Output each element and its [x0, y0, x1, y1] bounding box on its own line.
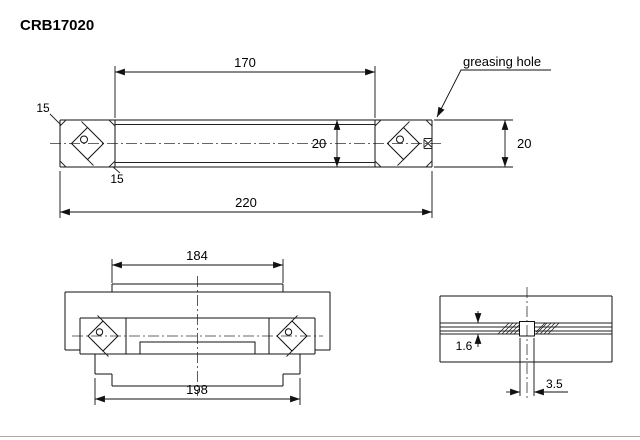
mount-view-dimensions: 184 198 [94, 248, 301, 405]
top-view-dimensions: 170 220 20 20 15 15 greasing hole [36, 54, 551, 218]
section-hatch-lines [497, 322, 560, 335]
grease-hole-detail-view: 1.6 3.5 [439, 287, 613, 400]
bearing-outline [59, 119, 433, 168]
dim-170-extension-lines [114, 66, 376, 118]
dim-20-right-extension-lines [434, 119, 513, 168]
dim-15-top-left-label: 15 [36, 101, 50, 115]
dim-20-mid-label: 20 [312, 136, 326, 151]
greasing-hole-leader [436, 69, 551, 118]
mount-outline [64, 283, 331, 387]
dim-15-bottom-left-leader [112, 166, 121, 174]
dim-15-bottom-left-label: 15 [110, 172, 124, 186]
chamfer-lines [59, 119, 433, 168]
dim-35-label: 3.5 [546, 377, 563, 391]
dim-35-extension-lines [519, 338, 535, 396]
dim-184-label: 184 [186, 248, 208, 263]
roller-diamond-right [386, 126, 421, 161]
top-section-view [50, 119, 442, 168]
ring-face-lines [115, 124, 375, 163]
mounting-section-view [64, 276, 331, 396]
dim-220-extension-lines [59, 171, 433, 218]
dim-20-right-label: 20 [517, 136, 531, 151]
dim-220-label: 220 [235, 195, 257, 210]
greasing-hole-feature [423, 138, 432, 149]
dim-170-label: 170 [234, 55, 256, 70]
groove-lines [440, 322, 612, 335]
mount-roller-circle-left [95, 328, 104, 336]
dim-198-label: 198 [186, 382, 208, 397]
dim-15-top-left-leader [49, 113, 62, 126]
dim-16-label: 1.6 [456, 339, 473, 353]
mount-roller-circle-right [284, 328, 293, 336]
roller-circle-right [396, 135, 404, 144]
roller-diamond-left [70, 126, 105, 161]
part-number-title: CRB17020 [20, 17, 94, 34]
detail-outline [439, 295, 613, 363]
grease-hole-rect [519, 321, 535, 337]
greasing-hole-label: greasing hole [463, 54, 541, 69]
roller-circle-left [80, 135, 88, 144]
mount-seam-lines [97, 315, 298, 357]
